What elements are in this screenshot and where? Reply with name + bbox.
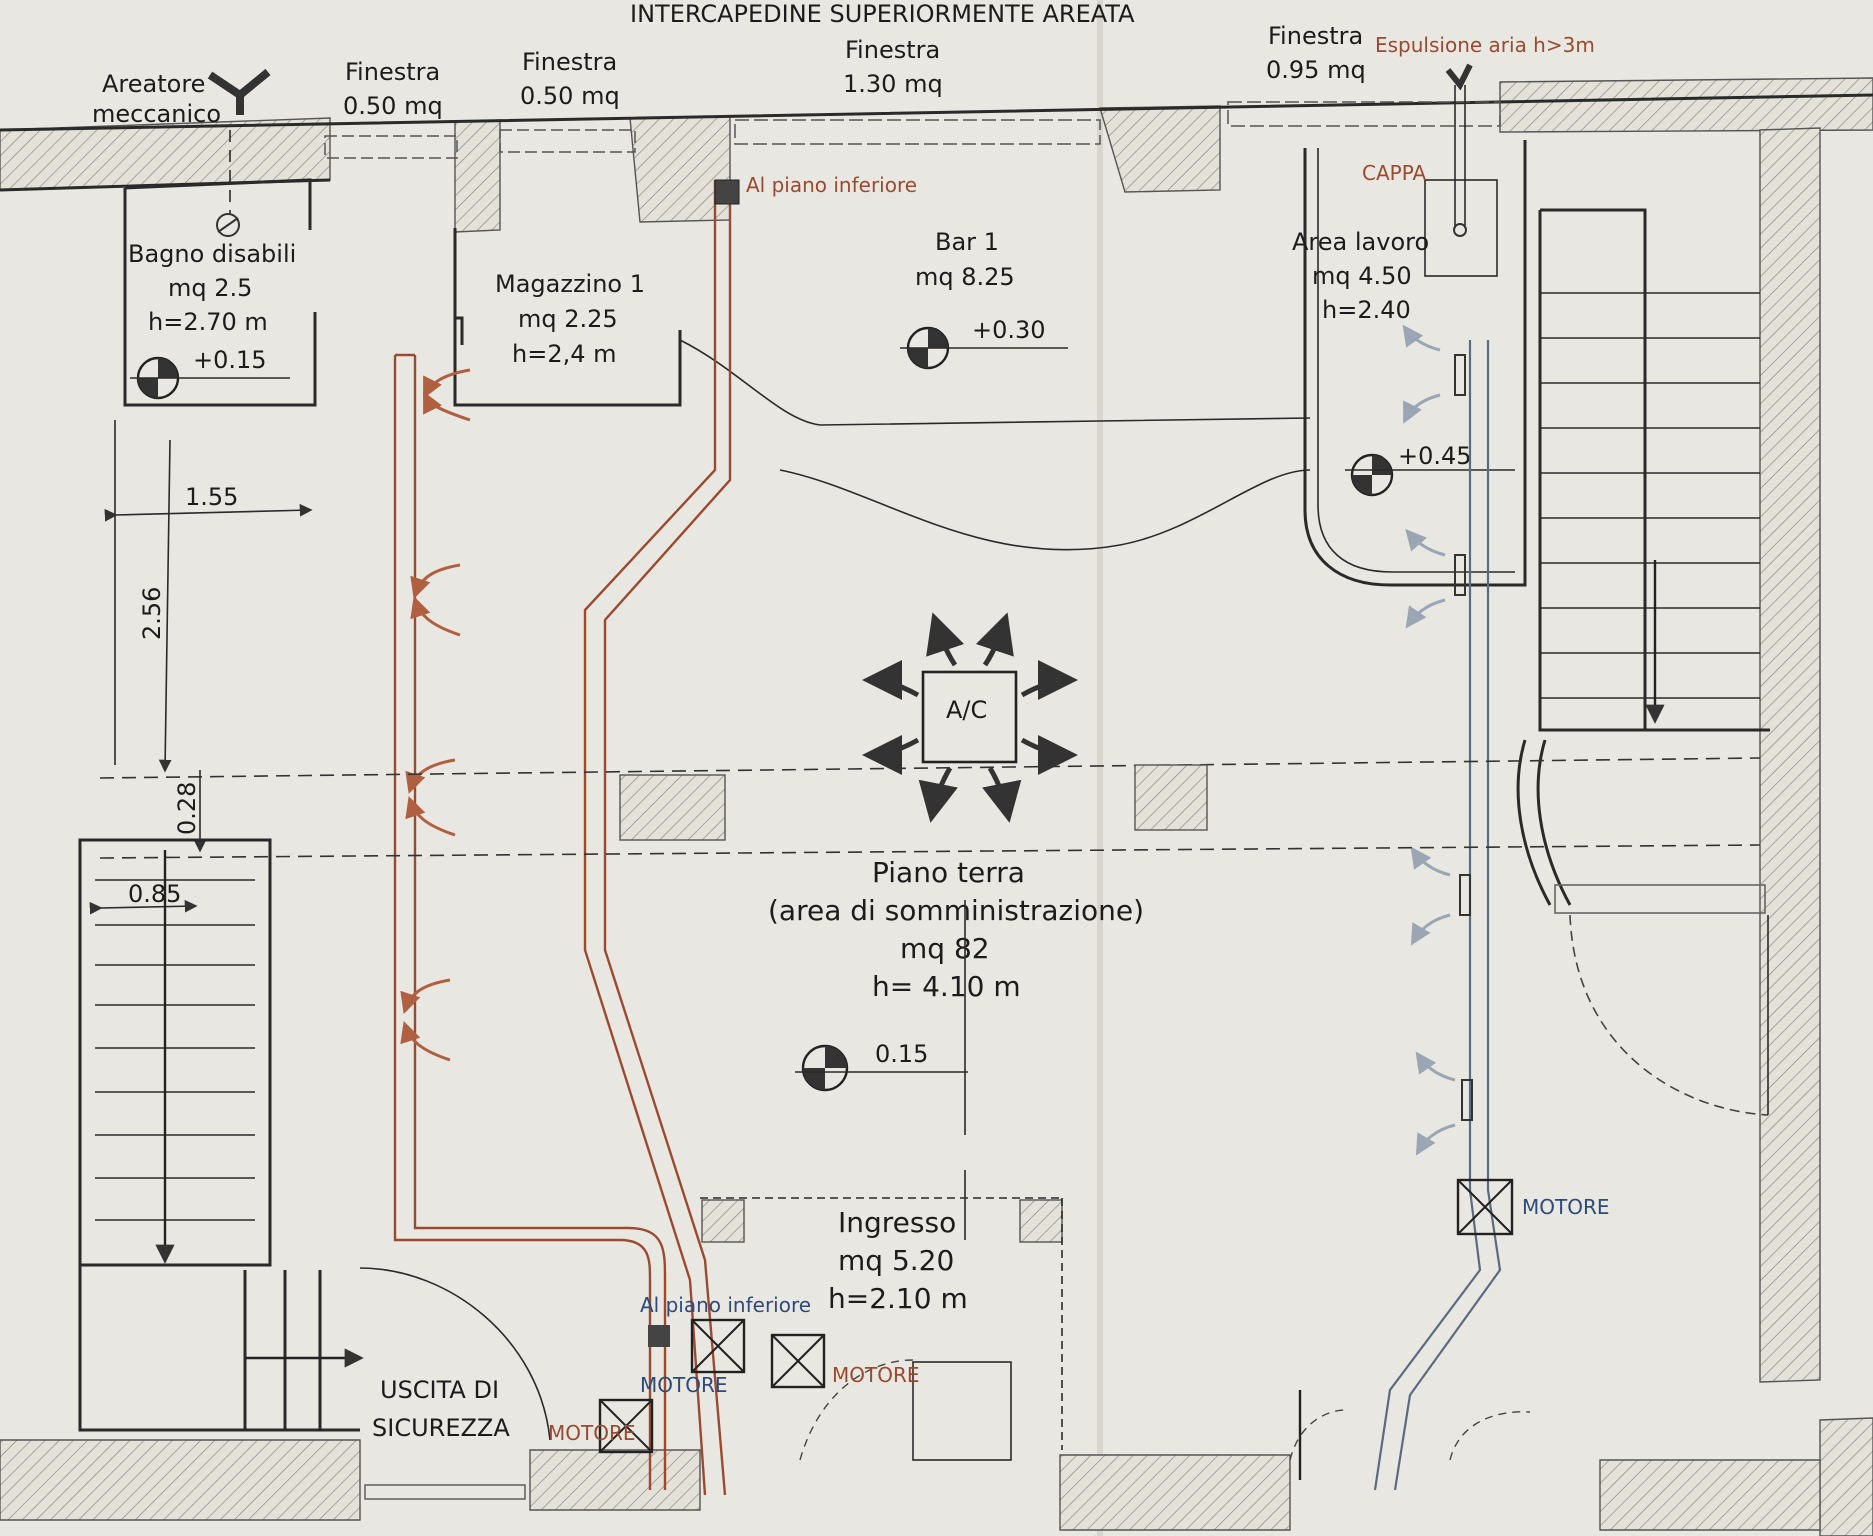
svg-text:Ingresso: Ingresso xyxy=(838,1206,956,1239)
svg-text:A/C: A/C xyxy=(946,696,987,724)
svg-text:MOTORE: MOTORE xyxy=(548,1421,636,1445)
staircase-left xyxy=(78,838,364,1432)
svg-text:mq 82: mq 82 xyxy=(900,932,990,965)
diagram-title: INTERCAPEDINE SUPERIORMENTE AREATA xyxy=(630,0,1135,28)
svg-text:h=2.40: h=2.40 xyxy=(1322,296,1411,324)
svg-text:0.95 mq: 0.95 mq xyxy=(1266,56,1366,84)
svg-text:Areatore: Areatore xyxy=(102,70,205,98)
svg-text:+0.15: +0.15 xyxy=(193,346,267,374)
room-piano-terra: Piano terra (area di somministrazione) m… xyxy=(768,856,1144,1135)
bottom-wall xyxy=(0,1439,361,1521)
level-marker: +0.45 xyxy=(1345,442,1515,497)
level-marker: +0.15 xyxy=(130,346,290,400)
svg-text:mq 2.5: mq 2.5 xyxy=(168,274,252,302)
svg-text:1.55: 1.55 xyxy=(185,483,238,511)
svg-text:h=2.10 m: h=2.10 m xyxy=(828,1282,968,1315)
svg-text:(area di somministrazione): (area di somministrazione) xyxy=(768,894,1144,927)
right-wall xyxy=(1759,127,1821,1383)
emergency-exit: USCITA DI SICUREZZA xyxy=(359,1267,551,1500)
mechanical-aerator: Areatore meccanico xyxy=(92,68,271,237)
svg-text:MOTORE: MOTORE xyxy=(832,1363,920,1387)
svg-text:Finestra: Finestra xyxy=(845,36,940,64)
svg-text:mq 4.50: mq 4.50 xyxy=(1312,262,1412,290)
svg-text:Al piano inferiore: Al piano inferiore xyxy=(746,173,917,197)
room-ingresso: Ingresso mq 5.20 h=2.10 m xyxy=(700,1170,1531,1480)
supply-air-arrows xyxy=(400,368,471,1062)
svg-text:+0.30: +0.30 xyxy=(972,316,1046,344)
return-duct xyxy=(1373,340,1502,1491)
svg-text:0.50 mq: 0.50 mq xyxy=(520,82,620,110)
svg-text:meccanico: meccanico xyxy=(92,100,221,128)
motor-unit-1: MOTORE xyxy=(548,1398,654,1454)
svg-text:Espulsione aria h>3m: Espulsione aria h>3m xyxy=(1375,33,1595,57)
svg-text:mq 2.25: mq 2.25 xyxy=(518,305,618,333)
svg-text:Finestra: Finestra xyxy=(345,58,440,86)
svg-text:Piano terra: Piano terra xyxy=(872,856,1025,889)
svg-text:SICUREZZA: SICUREZZA xyxy=(372,1414,510,1442)
top-wall xyxy=(0,77,1873,233)
window-label-1: Finestra 0.50 mq xyxy=(343,58,443,120)
level-marker: 0.15 xyxy=(795,1040,968,1092)
room-area-lavoro: CAPPA Area lavoro mq 4.50 h=2.40 +0.45 xyxy=(1292,140,1527,587)
room-bagno-disabili: Bagno disabili mq 2.5 h=2.70 m +0.15 xyxy=(114,178,317,765)
svg-text:0.50 mq: 0.50 mq xyxy=(343,92,443,120)
svg-text:Area lavoro: Area lavoro xyxy=(1292,228,1429,256)
svg-text:mq 8.25: mq 8.25 xyxy=(915,263,1015,291)
return-air-arrows xyxy=(1402,324,1456,1156)
dimension-lines: 1.55 2.56 0.28 0.85 xyxy=(89,439,313,915)
svg-text:0.15: 0.15 xyxy=(875,1040,928,1068)
svg-text:MOTORE: MOTORE xyxy=(1522,1195,1610,1219)
svg-text:USCITA DI: USCITA DI xyxy=(380,1376,499,1404)
svg-text:h=2.70 m: h=2.70 m xyxy=(148,308,268,336)
svg-text:2.56: 2.56 xyxy=(138,587,166,640)
svg-text:h=2,4 m: h=2,4 m xyxy=(512,340,617,368)
svg-text:Al piano inferiore: Al piano inferiore xyxy=(640,1293,811,1317)
svg-text:Bagno disabili: Bagno disabili xyxy=(128,240,296,268)
motor-unit-3: MOTORE xyxy=(770,1333,920,1389)
svg-text:Bar 1: Bar 1 xyxy=(935,228,999,256)
svg-text:Finestra: Finestra xyxy=(1268,22,1363,50)
svg-text:Finestra: Finestra xyxy=(522,48,617,76)
motor-unit-2: Al piano inferiore MOTORE xyxy=(640,1293,811,1397)
svg-text:0.28: 0.28 xyxy=(173,782,201,835)
beam-lines xyxy=(99,757,1761,1243)
supply-duct: Al piano inferiore xyxy=(393,173,917,1496)
svg-text:1.30 mq: 1.30 mq xyxy=(843,70,943,98)
room-magazzino-1: Magazzino 1 mq 2.25 h=2,4 m xyxy=(453,228,1311,426)
room-bar-1: Bar 1 mq 8.25 +0.30 xyxy=(779,228,1311,551)
staircase-right xyxy=(1516,208,1770,1116)
svg-text:0.85: 0.85 xyxy=(128,880,181,908)
svg-text:h= 4.10 m: h= 4.10 m xyxy=(872,970,1021,1003)
air-exhaust: Espulsione aria h>3m xyxy=(1375,33,1595,237)
svg-text:MOTORE: MOTORE xyxy=(640,1373,728,1397)
svg-text:+0.45: +0.45 xyxy=(1398,442,1472,470)
window-label-4: Finestra 0.95 mq xyxy=(1266,22,1366,84)
level-marker: +0.30 xyxy=(900,316,1068,370)
svg-text:CAPPA: CAPPA xyxy=(1362,161,1426,185)
window-label-2: Finestra 0.50 mq xyxy=(520,48,620,110)
svg-text:mq 5.20: mq 5.20 xyxy=(838,1244,954,1277)
window-label-3: Finestra 1.30 mq xyxy=(843,36,943,98)
motor-unit-4: MOTORE xyxy=(1456,1178,1610,1236)
ac-unit: A/C xyxy=(862,612,1078,823)
svg-text:Magazzino 1: Magazzino 1 xyxy=(495,270,645,298)
